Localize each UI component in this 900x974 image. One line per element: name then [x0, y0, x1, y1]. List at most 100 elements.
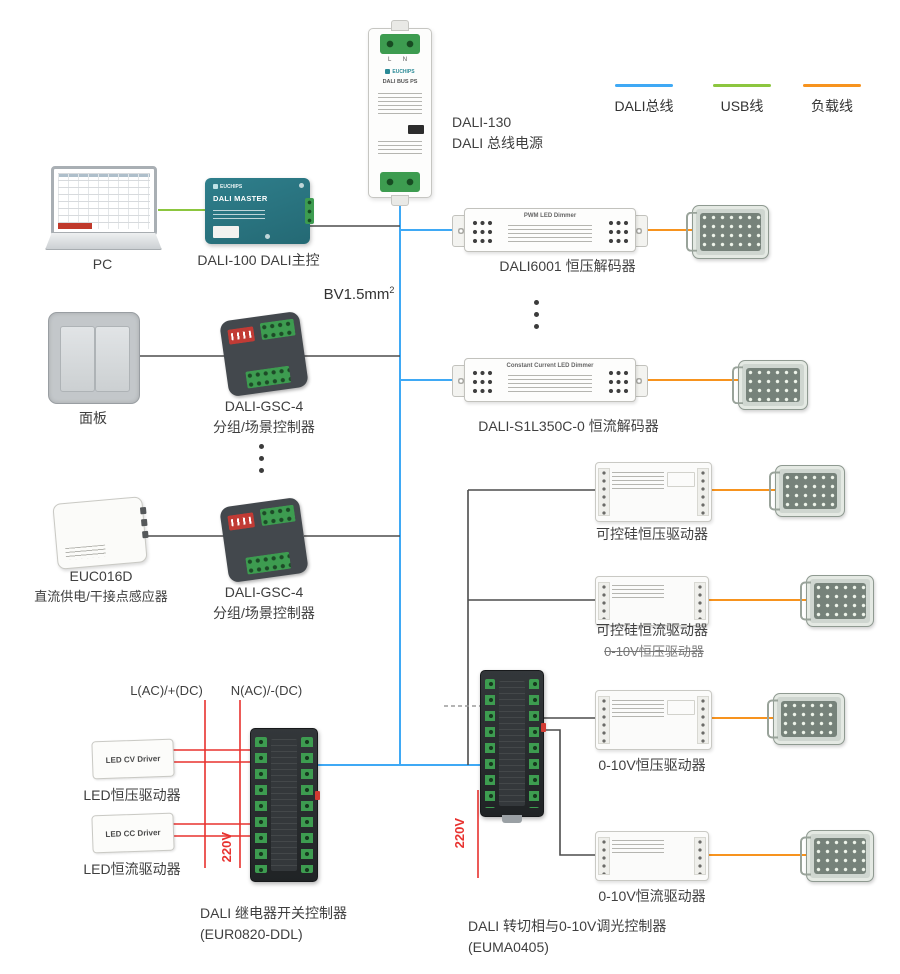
terminal-block [471, 369, 493, 393]
dali-badge [408, 125, 424, 134]
terminal-column [529, 679, 539, 808]
power-line-220v [172, 700, 479, 878]
dali6001-label: DALI6001 恒压解码器 [499, 258, 636, 274]
ellipsis-dots [259, 444, 264, 473]
legend-swatch-load [803, 84, 861, 87]
floodlight-bracket [800, 836, 811, 876]
brand-logo: EUCHIPS [369, 69, 431, 75]
terminal-block [697, 696, 709, 744]
floodlight-bracket [767, 699, 778, 739]
floodlight-led-panel [700, 213, 761, 251]
line-l-label: L(AC)/+(DC) [130, 683, 203, 698]
panel-button [95, 326, 130, 392]
terminal-block [598, 837, 610, 875]
v220-center-label: 220V [452, 818, 467, 849]
pc-device [45, 166, 162, 258]
legend-item-usb: USB线 [706, 84, 778, 116]
floodlight-led-panel [781, 701, 837, 737]
triac-cc-label: 可控硅恒流驱动器 [596, 622, 708, 638]
device-print-title: PWM LED Dimmer [523, 213, 577, 219]
euma0405-device [480, 670, 546, 823]
device-print-title: LED CV Driver [105, 753, 161, 765]
fine-print [378, 93, 422, 117]
floodlight-bracket [686, 211, 697, 253]
legend-item-load: 负载线 [796, 84, 868, 116]
legend-label: USB线 [720, 98, 764, 114]
terminal-block [471, 219, 493, 243]
wall-panel-device [48, 312, 140, 404]
terminal-block [694, 837, 706, 875]
laptop-screen [51, 166, 157, 236]
decoder-body: Constant Current LED Dimmer [464, 358, 636, 402]
euc016d-label: EUC016D 直流供电/干接点感应器 [34, 568, 168, 604]
floodlight-6 [800, 830, 874, 882]
fine-print [612, 472, 664, 490]
triac-cv-label: 可控硅恒压驱动器 [596, 526, 708, 542]
terminal-pin [139, 506, 147, 515]
gsc4-top-label: DALI-GSC-4 分组/场景控制器 [213, 398, 315, 435]
legend-label: DALI总线 [614, 98, 674, 114]
struck-label: 0-10V恒压驱动器 [604, 644, 704, 659]
fine-print [65, 544, 107, 561]
led-cv-label: LED恒压驱动器 [83, 787, 181, 803]
label-sticker [667, 472, 695, 487]
floodlight-5 [767, 693, 845, 745]
pc-label: PC [92, 256, 113, 272]
terminal-pin [140, 518, 148, 527]
terminal-label: L N [387, 57, 413, 63]
line-n-label: N(AC)/-(DC) [230, 683, 303, 698]
floodlight-4 [800, 575, 874, 627]
screen-accent [58, 223, 92, 229]
v010-cc-label: 0-10V恒流驱动器 [598, 888, 706, 904]
gsc4-bottom-label: DALI-GSC-4 分组/场景控制器 [213, 584, 315, 621]
relay-label: DALI 继电器开关控制器 (EUR0820-DDL) [200, 905, 348, 942]
floodlight-bracket [800, 581, 811, 621]
terminal-block [598, 468, 610, 516]
v010-cc-driver-device [595, 831, 709, 881]
euma-label: DALI 转切相与0-10V调光控制器 (EUMA0405) [468, 918, 667, 955]
legend-label: 负载线 [811, 98, 853, 114]
indicator-led [541, 723, 546, 732]
fine-print [612, 585, 664, 601]
device-faceplate [271, 739, 297, 871]
floodlight-led-panel [746, 368, 800, 402]
terminal-pin [142, 530, 149, 539]
terminal-block [694, 582, 706, 620]
label-sticker [213, 226, 239, 238]
load-line [648, 229, 806, 856]
euc016d-device [52, 496, 149, 570]
terminal-block [245, 551, 292, 575]
fine-print [612, 840, 664, 856]
dip-switch [227, 512, 256, 531]
screw [299, 183, 304, 188]
screw [265, 234, 270, 239]
legend-swatch-usb [713, 84, 771, 87]
terminal-block [245, 365, 292, 389]
v010-cv-driver-device [595, 690, 712, 750]
v010-cv-label: 0-10V恒压驱动器 [598, 757, 706, 773]
terminal-block [305, 198, 314, 224]
signal-wire-line [138, 225, 595, 856]
panel-label: 面板 [79, 410, 107, 426]
terminal-block [607, 219, 629, 243]
fine-print [378, 141, 422, 155]
dali-130-label: DALI-130 DALI 总线电源 [452, 114, 544, 151]
din-rail-clip [502, 815, 522, 823]
triac-cc-driver-device [595, 576, 709, 626]
terminal-block [598, 696, 610, 744]
mounting-tab [391, 20, 409, 31]
terminal-block [259, 504, 296, 527]
led-cv-driver-device: LED CV Driver [91, 738, 175, 780]
device-print-title: LED CC Driver [105, 827, 161, 839]
decoder-body: PWM LED Dimmer [464, 208, 636, 252]
s1l350-label: DALI-S1L350C-0 恒流解码器 [478, 418, 659, 434]
floodlight-led-panel [783, 473, 837, 509]
terminal-block [598, 582, 610, 620]
dali-130-device: L N EUCHIPS DALI BUS PS [368, 20, 432, 206]
terminal-block [380, 34, 420, 54]
floodlight-led-panel [814, 583, 866, 619]
fine-print [213, 210, 265, 222]
floodlight-bracket [769, 471, 780, 511]
